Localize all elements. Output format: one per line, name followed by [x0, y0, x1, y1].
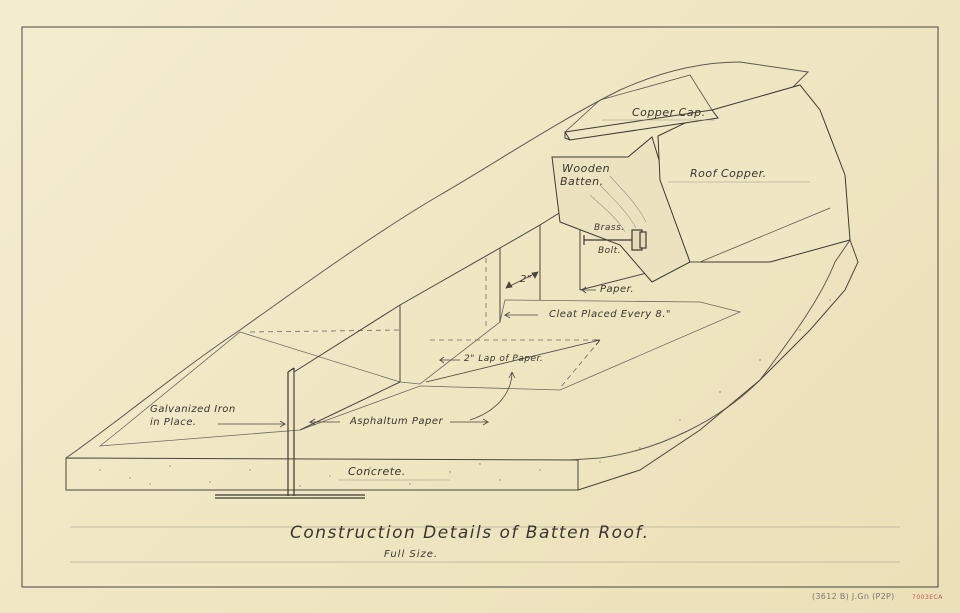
concrete-slab-top [65, 61, 851, 461]
batten-label: Batten. [560, 175, 604, 188]
drawing-title: Construction Details of Batten Roof. [290, 523, 650, 543]
archive-stamp-red: 7003ECA [912, 594, 943, 601]
brass-label: Brass. [594, 223, 625, 233]
concrete-slab-side [577, 239, 859, 491]
copper-cap [564, 109, 719, 141]
two-inch-label: 2" [520, 274, 532, 285]
galvanized-label-line1: Galvanized Iron [150, 404, 236, 415]
lap-label: 2" Lap of Paper. [464, 354, 544, 364]
paper-label: Paper. [600, 284, 635, 295]
copper-cap-top [564, 74, 713, 133]
galvanized-label-line2: in Place. [150, 417, 197, 428]
asphaltum-label: Asphaltum Paper [350, 416, 444, 427]
roof-copper-edge [690, 207, 831, 263]
galvanized-iron-cleat [215, 367, 365, 499]
wooden-label: Wooden [562, 162, 611, 175]
roof-copper-sheet [657, 84, 851, 263]
sheet-border [21, 26, 939, 588]
copper-cap-label: Copper Cap. [632, 106, 706, 119]
copper-upstand-front [293, 224, 541, 431]
concrete-slab-front [65, 457, 579, 491]
leader-lines [218, 286, 601, 428]
label-guides [70, 119, 900, 563]
asphaltum-paper-surface [98, 299, 742, 447]
batten-wood-grain [589, 175, 647, 233]
wooden-batten-block [551, 136, 691, 283]
cleat-label: Cleat Placed Every 8." [549, 309, 671, 320]
archive-stamp: (3612 B) J.Gn (P2P) [812, 592, 895, 601]
drawing-subtitle: Full Size. [384, 549, 439, 560]
dimension-2in [505, 271, 539, 289]
concrete-label: Concrete. [348, 465, 406, 478]
concrete-texture [99, 299, 831, 487]
paper-dashed-lap [249, 329, 601, 389]
bolt-label: Bolt. [598, 246, 622, 256]
brass-bolt [583, 229, 647, 251]
roof-copper-label: Roof Copper. [690, 167, 767, 180]
